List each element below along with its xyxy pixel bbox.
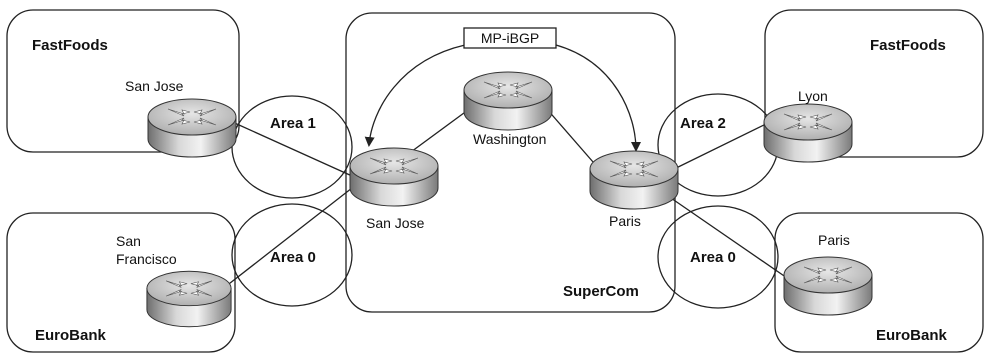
mp-ibgp-label-box (463, 27, 557, 49)
area-0-right-circle (657, 205, 779, 309)
mp-ibgp-arrow-right (555, 44, 641, 152)
link-sanjose-ff-to-sanjose-sc (227, 119, 353, 177)
link-washington-to-paris-sc (545, 107, 601, 171)
area-2-label: Area 2 (680, 115, 726, 132)
router-icon-paris-eurobank (783, 256, 873, 316)
router-icon-paris-supercom (589, 150, 679, 210)
router-icon-washington (463, 71, 553, 131)
link-sanfrancisco-to-sanjose-sc (224, 187, 353, 288)
router-label-sanjose-supercom: San Jose (366, 215, 425, 231)
router-label-lyon: Lyon (798, 88, 828, 104)
fastfoods-left-label: FastFoods (32, 37, 108, 54)
router-label-paris-eurobank: Paris (818, 232, 850, 248)
eurobank-left-label: EuroBank (35, 327, 107, 344)
router-label-paris-supercom: Paris (609, 213, 641, 229)
mp-ibgp-label: MP-iBGP (481, 30, 539, 46)
router-label-sanfrancisco-line2: Francisco (116, 251, 177, 267)
router-icon-sanjose-supercom (349, 147, 439, 207)
router-icon-lyon (763, 103, 853, 163)
link-paris-sc-to-lyon (667, 121, 771, 173)
router-icon-sanfrancisco (146, 270, 232, 328)
router-label-washington: Washington (473, 131, 546, 147)
fastfoods-right-label: FastFoods (870, 37, 946, 54)
area-0-left-label: Area 0 (270, 249, 316, 266)
eurobank-right-label: EuroBank (876, 327, 948, 344)
area-1-circle (231, 95, 353, 199)
router-label-sanfrancisco-line1: San (116, 233, 141, 249)
area-0-left-circle (231, 203, 353, 307)
area-1-label: Area 1 (270, 115, 316, 132)
router-icon-sanjose-fastfoods (147, 98, 237, 158)
mp-ibgp-arrow-left (364, 44, 466, 147)
link-paris-sc-to-paris-eb (667, 195, 791, 281)
supercom-label: SuperCom (563, 283, 639, 300)
router-label-sanjose-fastfoods: San Jose (125, 78, 184, 94)
area-0-right-label: Area 0 (690, 249, 736, 266)
eurobank-right-site (774, 212, 984, 353)
